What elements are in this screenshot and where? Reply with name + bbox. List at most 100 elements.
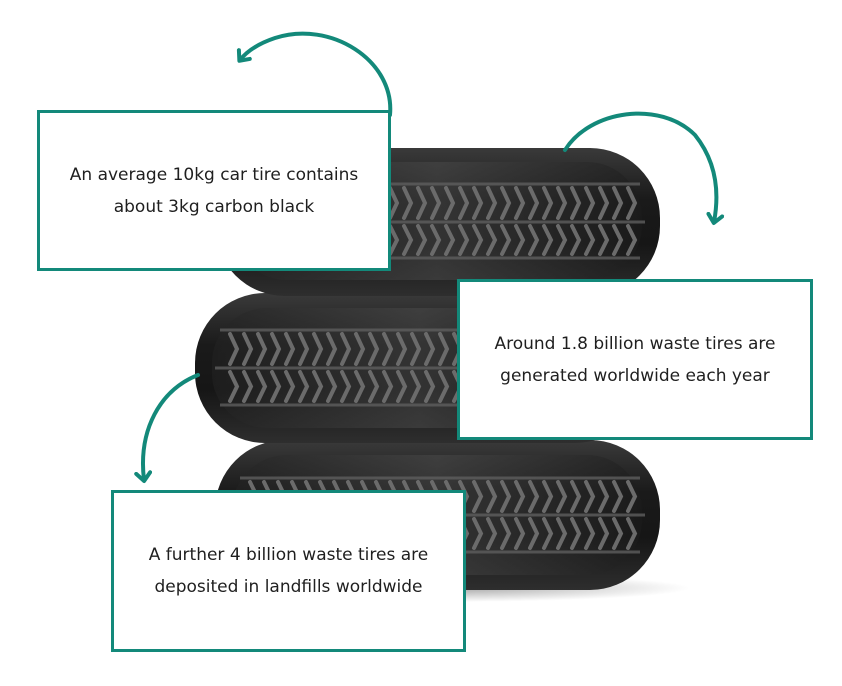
tread-chevron <box>584 517 596 550</box>
tread-chevron <box>570 186 582 220</box>
tread-chevron <box>354 332 366 366</box>
tread-chevron <box>444 224 456 256</box>
tread-chevron <box>396 332 408 366</box>
tread-chevron <box>298 332 310 366</box>
tread-chevron <box>612 517 624 550</box>
tread-chevron <box>458 186 470 220</box>
tread-chevron <box>626 224 638 256</box>
tread-chevron <box>542 186 554 220</box>
tread-chevron <box>556 224 568 256</box>
tread-chevron <box>514 186 526 220</box>
tread-chevron <box>514 480 526 513</box>
curved-arrow-icon <box>236 31 393 117</box>
tread-chevron <box>612 186 624 220</box>
tread-chevron <box>598 186 610 220</box>
tread-chevron <box>626 186 638 220</box>
tread-chevron <box>382 332 394 366</box>
tread-chevron <box>584 480 596 513</box>
callout-text-line: about 3kg carbon black <box>113 196 315 217</box>
callout-text-line: deposited in landfills worldwide <box>154 577 423 597</box>
tread-chevron <box>284 370 296 403</box>
tread-chevron <box>228 332 240 366</box>
tread-chevron <box>396 370 408 403</box>
tread-chevron <box>584 186 596 220</box>
tread-chevron <box>626 480 638 513</box>
tread-chevron <box>256 332 268 366</box>
tread-chevron <box>298 370 310 403</box>
tread-chevron <box>312 332 324 366</box>
tread-chevron <box>528 186 540 220</box>
curved-arrow-icon <box>563 111 725 225</box>
tread-chevron <box>472 186 484 220</box>
tread-chevron <box>472 224 484 256</box>
tread-chevron <box>242 370 254 403</box>
tread-chevron <box>402 224 414 256</box>
tread-chevron <box>486 517 498 550</box>
tread-chevron <box>430 186 442 220</box>
tread-chevron <box>410 370 422 403</box>
tread-chevron <box>472 480 484 513</box>
tread-chevron <box>228 370 240 403</box>
tread-chevron <box>424 370 436 403</box>
tread-chevron <box>514 517 526 550</box>
tread-chevron <box>500 224 512 256</box>
tread-chevron <box>270 332 282 366</box>
tread-chevron <box>326 332 338 366</box>
curved-arrow-icon <box>134 373 200 483</box>
tread-chevron <box>542 224 554 256</box>
tread-chevron <box>500 517 512 550</box>
tread-chevron <box>368 370 380 403</box>
tread-chevron <box>598 224 610 256</box>
tread-chevron <box>570 224 582 256</box>
tread-chevron <box>326 370 338 403</box>
tread-chevron <box>584 224 596 256</box>
tread-chevron <box>416 186 428 220</box>
tread-chevron <box>500 186 512 220</box>
tread-chevron <box>598 480 610 513</box>
callout-text-line: A further 4 billion waste tires are <box>148 545 429 565</box>
tread-chevron <box>626 517 638 550</box>
tread-chevron <box>570 517 582 550</box>
tread-chevron <box>430 224 442 256</box>
tread-chevron <box>410 332 422 366</box>
tread-chevron <box>354 370 366 403</box>
tread-chevron <box>486 186 498 220</box>
callout-waste-tires-generated: Around 1.8 billion waste tires are gener… <box>457 279 813 440</box>
tread-chevron <box>486 480 498 513</box>
tread-chevron <box>612 224 624 256</box>
tread-chevron <box>598 517 610 550</box>
tread-chevron <box>402 186 414 220</box>
tread-chevron <box>486 224 498 256</box>
tread-chevron <box>542 517 554 550</box>
callout-text-line: Around 1.8 billion waste tires are <box>494 333 776 354</box>
tread-chevron <box>312 370 324 403</box>
tread-chevron <box>514 224 526 256</box>
tread-chevron <box>242 332 254 366</box>
tread-chevron <box>444 186 456 220</box>
tread-chevron <box>500 480 512 513</box>
tread-chevron <box>570 480 582 513</box>
tread-chevron <box>388 186 400 220</box>
tread-chevron <box>528 224 540 256</box>
tread-chevron <box>416 224 428 256</box>
tread-chevron <box>388 224 400 256</box>
tread-chevron <box>438 332 450 366</box>
tread-chevron <box>528 517 540 550</box>
tread-chevron <box>472 517 484 550</box>
tread-chevron <box>340 370 352 403</box>
tread-chevron <box>382 370 394 403</box>
tread-chevron <box>612 480 624 513</box>
tread-chevron <box>528 480 540 513</box>
tread-chevron <box>556 186 568 220</box>
tread-chevron <box>438 370 450 403</box>
tread-chevron <box>270 370 282 403</box>
tread-chevron <box>284 332 296 366</box>
callout-text-line: An average 10kg car tire contains <box>69 164 359 185</box>
tread-chevron <box>458 224 470 256</box>
tread-chevron <box>368 332 380 366</box>
tread-chevron <box>340 332 352 366</box>
tread-chevron <box>542 480 554 513</box>
tread-chevron <box>556 480 568 513</box>
tread-chevron <box>556 517 568 550</box>
